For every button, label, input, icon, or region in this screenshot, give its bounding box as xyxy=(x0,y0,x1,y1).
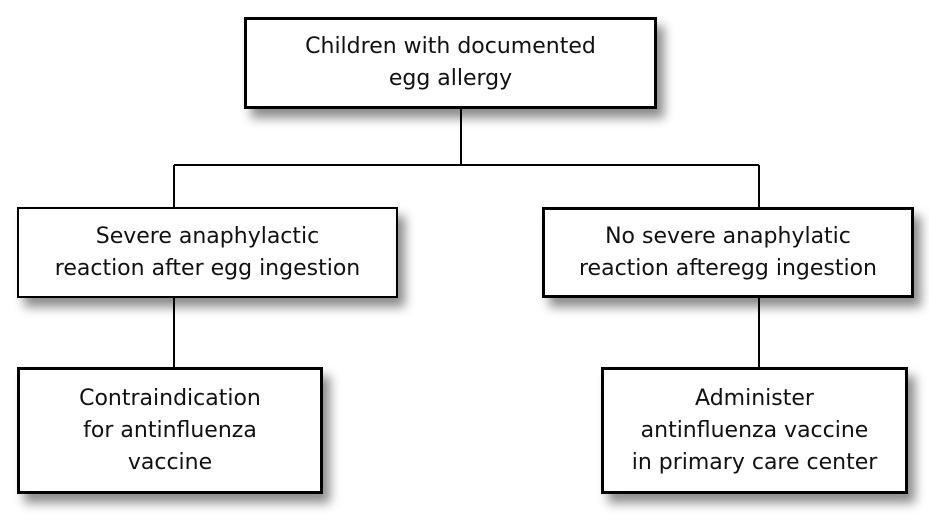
administer-vaccine-box: Administer antinfluenza vaccine in prima… xyxy=(601,367,908,494)
severe-reaction-label: Severe anaphylactic reaction after egg i… xyxy=(54,223,361,281)
severe-reaction-box: Severe anaphylactic reaction after egg i… xyxy=(17,207,398,298)
contraindication-box: Contraindication for antinfluenza vaccin… xyxy=(17,367,323,494)
no-severe-reaction-box: No severe anaphylatic reaction afteregg … xyxy=(542,207,914,298)
root-node-label: Children with documented egg allergy xyxy=(305,34,596,91)
contraindication-label: Contraindication for antinfluenza vaccin… xyxy=(79,385,261,475)
no-severe-reaction-label: No severe anaphylatic reaction afteregg … xyxy=(579,223,877,281)
administer-vaccine-label: Administer antinfluenza vaccine in prima… xyxy=(631,385,878,475)
root-node-box: Children with documented egg allergy xyxy=(244,17,657,109)
